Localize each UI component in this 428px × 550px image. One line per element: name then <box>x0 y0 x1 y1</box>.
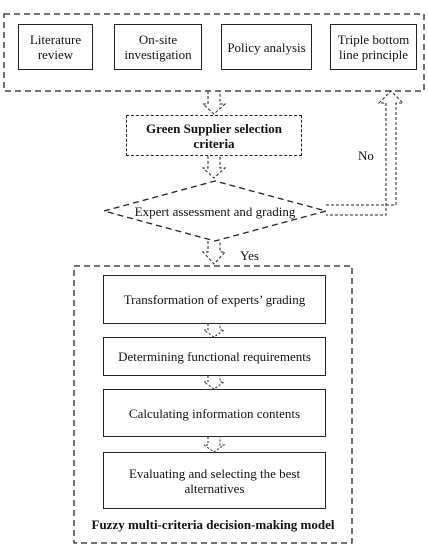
source-label: On-site investigation <box>124 32 192 62</box>
model-step-3: Calculating information contents <box>103 389 326 437</box>
criteria-label: Green Supplier selection criteria <box>145 120 283 151</box>
edge-label-yes: Yes <box>240 248 259 263</box>
sources-group-frame <box>3 13 425 92</box>
decision-label: Expert assessment and grading <box>134 204 296 219</box>
criteria-box: Green Supplier selection criteria <box>126 115 302 156</box>
source-box-literature-review: Literature review <box>18 24 93 70</box>
model-step-1: Transformation of experts’ grading <box>103 275 326 324</box>
decision-diamond <box>101 180 329 242</box>
step-label: Calculating information contents <box>128 405 301 421</box>
arrow-no-loop <box>326 90 405 216</box>
source-label: Triple bottom line principle <box>337 32 410 62</box>
model-title: Fuzzy multi-criteria decision-making mod… <box>91 517 335 532</box>
source-label: Literature review <box>29 32 82 62</box>
arrow-step-1-to-2 <box>202 324 226 338</box>
arrow-step-2-to-3 <box>202 376 226 390</box>
model-step-4: Evaluating and selecting the best altern… <box>103 452 326 509</box>
step-label: Transformation of experts’ grading <box>123 292 306 307</box>
model-frame <box>73 265 353 544</box>
arrow-yes-down <box>201 241 227 265</box>
model-step-2: Determining functional requirements <box>103 337 326 376</box>
source-box-policy-analysis: Policy analysis <box>221 24 312 70</box>
arrow-sources-to-criteria <box>201 91 227 115</box>
source-box-on-site-investigation: On-site investigation <box>114 24 202 70</box>
source-label: Policy analysis <box>227 39 306 55</box>
arrow-criteria-to-decision <box>201 156 227 179</box>
arrow-step-3-to-4 <box>202 437 226 453</box>
edge-label-no: No <box>358 148 374 163</box>
step-label: Determining functional requirements <box>118 349 311 364</box>
step-label: Evaluating and selecting the best altern… <box>128 465 301 496</box>
source-box-triple-bottom-line: Triple bottom line principle <box>330 24 417 70</box>
